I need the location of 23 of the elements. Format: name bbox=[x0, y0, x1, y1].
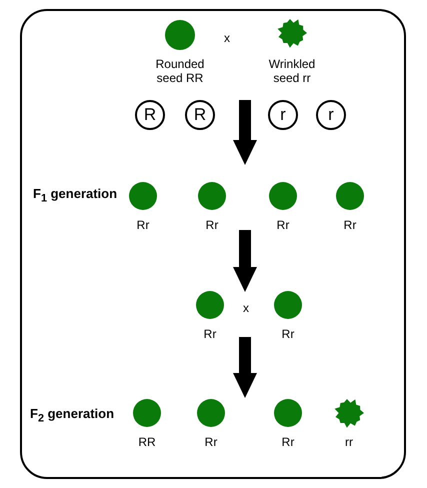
allele-circle: R bbox=[185, 100, 215, 130]
generation-label: F$_{1}$ generation bbox=[33, 187, 118, 206]
genotype-label: Rr bbox=[204, 435, 218, 449]
allele-circle: r bbox=[316, 100, 346, 130]
genotype-label: rr bbox=[344, 435, 354, 449]
genotype-label: Rr bbox=[280, 327, 296, 341]
cross-sign: x bbox=[243, 301, 249, 315]
genotype-label: Rr bbox=[136, 218, 150, 232]
genotype-label: Rr bbox=[280, 435, 296, 449]
genotype-label: RR bbox=[137, 435, 157, 449]
allele-circle: r bbox=[268, 100, 298, 130]
block-arrow bbox=[233, 230, 257, 292]
genotype-label: Rounded seed RR bbox=[154, 57, 206, 85]
block-arrow bbox=[233, 100, 257, 165]
cross-sign: x bbox=[224, 31, 230, 45]
genotype-label: Wrinkled seed rr bbox=[268, 57, 316, 85]
genotype-label: Rr bbox=[276, 218, 290, 232]
genotype-label: Rr bbox=[204, 218, 220, 232]
genotype-label: Rr bbox=[342, 218, 358, 232]
genotype-label: Rr bbox=[202, 327, 218, 341]
generation-label: F$_{2}$ generation bbox=[30, 407, 114, 426]
block-arrow bbox=[233, 337, 257, 398]
allele-circle: R bbox=[135, 100, 165, 130]
